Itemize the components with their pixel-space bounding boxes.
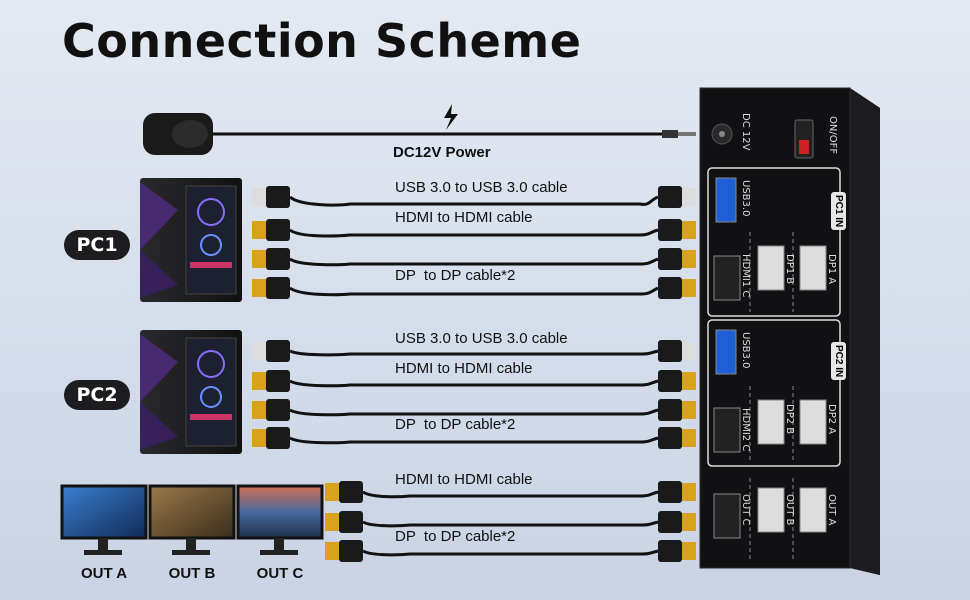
- hdmi-connector-icon: [252, 219, 290, 241]
- dp-connector-icon: [252, 427, 290, 449]
- pc2-in-badge: PC2 IN: [831, 342, 846, 381]
- monitor-a-label: OUT A: [80, 565, 128, 582]
- dp-connector-icon: [658, 399, 696, 421]
- out-hdmi-cable-label: HDMI to HDMI cable: [395, 471, 533, 488]
- dp-connector-icon: [325, 511, 363, 533]
- pc2-dpb-port-label: DP2 B: [784, 404, 795, 435]
- dp-connector-icon: [658, 427, 696, 449]
- hdmi-connector-icon: [658, 370, 696, 392]
- pc1-hdmi-port-label: HDMI1 C: [740, 254, 751, 298]
- hdmi-connector-icon: [658, 481, 696, 503]
- pc1-usb-cable-label: USB 3.0 to USB 3.0 cable: [395, 179, 568, 196]
- pc2-dp-cable-label: DP to DP cable*2: [395, 416, 516, 433]
- dc-jack-label: DC 12V: [740, 113, 751, 151]
- dp-connector-icon: [325, 540, 363, 562]
- hdmi-connector-icon: [658, 219, 696, 241]
- page-title: Connection Scheme: [62, 14, 582, 68]
- monitor-c-icon: [236, 484, 324, 555]
- out-c-port-label: OUT C: [740, 494, 751, 526]
- dp-connector-icon: [252, 248, 290, 270]
- out-dp-cable-label: DP to DP cable*2: [395, 528, 516, 545]
- dp-connector-icon: [658, 277, 696, 299]
- pc1-dpa-port-label: DP1 A: [826, 254, 837, 285]
- power-switch-label: ON/OFF: [827, 116, 838, 155]
- monitor-a-icon: [60, 484, 148, 555]
- usb-connector-icon: [252, 186, 290, 208]
- usb-connector-icon: [658, 186, 696, 208]
- usb-connector-icon: [658, 340, 696, 362]
- pc1-hdmi-cable-label: HDMI to HDMI cable: [395, 209, 533, 226]
- pc1-in-badge: PC1 IN: [831, 192, 846, 231]
- power-adapter-icon: [143, 113, 213, 155]
- out-b-port-label: OUT B: [784, 494, 795, 526]
- pc2-hdmi-port-label: HDMI2 C: [740, 408, 751, 452]
- pc2-label: PC2: [64, 380, 130, 410]
- monitor-b-icon: [148, 484, 236, 555]
- dp-connector-icon: [658, 511, 696, 533]
- pc1-dpb-port-label: DP1 B: [784, 254, 795, 285]
- pc2-tower-icon: [140, 330, 242, 454]
- pc1-usb-port-label: USB3.0: [740, 180, 751, 217]
- dp-connector-icon: [252, 277, 290, 299]
- pc2-dpa-port-label: DP2 A: [826, 404, 837, 435]
- hdmi-connector-icon: [252, 370, 290, 392]
- pc1-dp-cable-label: DP to DP cable*2: [395, 267, 516, 284]
- pc1-label: PC1: [64, 230, 130, 260]
- lightning-icon: [444, 104, 458, 130]
- monitor-c-label: OUT C: [256, 565, 304, 582]
- pc2-hdmi-cable-label: HDMI to HDMI cable: [395, 360, 533, 377]
- out-a-port-label: OUT A: [826, 494, 837, 526]
- dp-connector-icon: [658, 248, 696, 270]
- pc2-usb-port-label: USB3.0: [740, 332, 751, 369]
- monitor-b-label: OUT B: [168, 565, 216, 582]
- pc1-tower-icon: [140, 178, 242, 302]
- pc2-usb-cable-label: USB 3.0 to USB 3.0 cable: [395, 330, 568, 347]
- dp-connector-icon: [658, 540, 696, 562]
- hdmi-connector-icon: [325, 481, 363, 503]
- cables: [288, 195, 659, 557]
- power-label: DC12V Power: [393, 144, 491, 161]
- usb-connector-icon: [252, 340, 290, 362]
- dp-connector-icon: [252, 399, 290, 421]
